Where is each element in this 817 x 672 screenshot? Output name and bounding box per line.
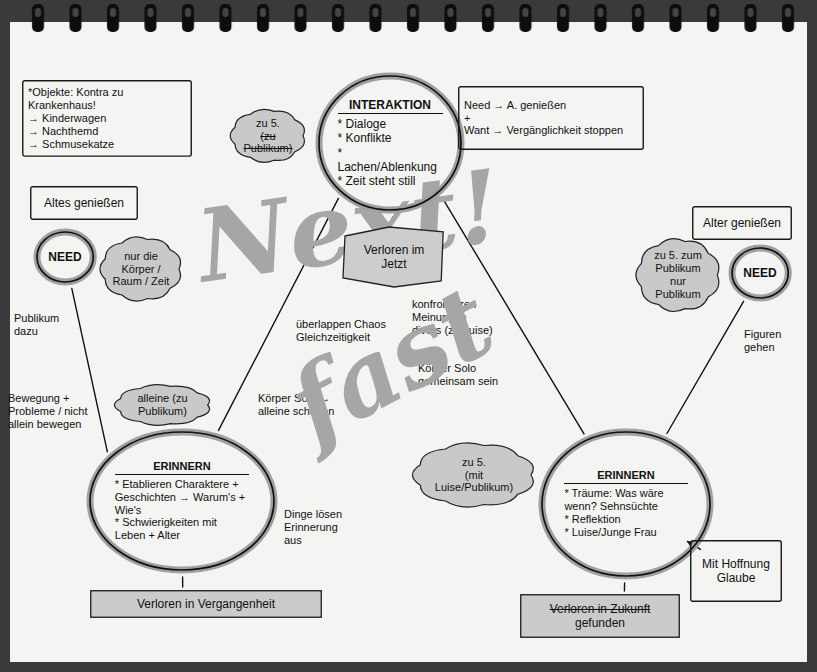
node-content: Verloren in Zukunftgefunden	[526, 602, 674, 630]
node-content: zu 5.(zu Publikum)	[241, 117, 294, 156]
node-content: *Objekte: Kontra zu Krankenhaus!→ Kinder…	[28, 86, 186, 151]
node-text: * Dialoge	[338, 117, 443, 131]
node-text: → Schmusekatze	[28, 138, 186, 151]
note-box: *Objekte: Kontra zu Krankenhaus!→ Kinder…	[22, 80, 192, 157]
node-heading: NEED	[42, 250, 87, 264]
node-text: Verloren im Jetzt	[357, 243, 430, 271]
note-box: Need → A. genießen+Want → Vergänglichkei…	[458, 86, 644, 150]
node-text: * Schwierigkeiten mit Leben + Alter	[115, 516, 249, 542]
line-label: Publikum dazu	[14, 312, 76, 338]
connector	[624, 583, 626, 591]
connector	[182, 577, 183, 587]
need-circle: NEED	[728, 244, 792, 302]
node-content: ERINNERN * Träume: Was wäre wenn? Sehnsüc…	[564, 469, 687, 539]
node-text: zu 5. zum Publikum nur Publikum	[648, 249, 707, 301]
line-label: Figuren gehen	[744, 328, 802, 354]
node-text: (zu Publikum)	[241, 130, 294, 156]
node-text: * Etablieren Charaktere + Geschichten → …	[115, 478, 249, 517]
node-text: Verloren in Vergangenheit	[96, 597, 316, 611]
node-content: Alter genießen	[698, 216, 786, 230]
heading-box: Alter genießen	[692, 206, 792, 240]
node-content: Verloren im Jetzt	[357, 243, 430, 271]
node-content: ERINNERN * Etablieren Charaktere + Geschi…	[115, 460, 249, 543]
speech-cloud: alleine (zu Publikum)	[115, 383, 211, 427]
node-text: Want → Vergänglichkeit stoppen	[464, 124, 638, 137]
state-band: Verloren in Zukunftgefunden	[520, 594, 680, 638]
node-text: Need → A. genießen	[464, 99, 638, 112]
node-heading: INTERAKTION	[338, 98, 443, 114]
node-text: Mit Hoffnung Glaube	[696, 557, 776, 585]
node-text: Altes genießen	[36, 196, 132, 210]
node-content: nur die Körper / Raum / Zeit	[112, 250, 169, 289]
node-text: zu 5.	[432, 456, 516, 469]
node-text: * Reflektion	[564, 513, 687, 526]
node-content: NEED	[737, 266, 782, 280]
node-content: INTERAKTION * Dialoge* Konflikte* Lachen/…	[338, 98, 443, 188]
speech-cloud: zu 5.(zu Publikum)	[230, 108, 306, 164]
state-blob: Verloren im Jetzt	[342, 226, 446, 288]
node-text: +	[464, 112, 638, 125]
speech-cloud: zu 5. zum Publikum nur Publikum	[636, 238, 720, 312]
node-text: gefunden	[526, 616, 674, 630]
node-text: * Luise/Junge Frau	[564, 526, 687, 539]
node-text: *Objekte: Kontra zu Krankenhaus!	[28, 86, 186, 112]
node-text: → Kinderwagen	[28, 112, 186, 125]
scene-circle: ERINNERN * Träume: Was wäre wenn? Sehnsüc…	[538, 428, 714, 580]
node-text: Alter genießen	[698, 216, 786, 230]
node-content: Verloren in Vergangenheit	[96, 597, 316, 611]
state-band: Verloren in Vergangenheit	[90, 590, 322, 618]
line-label: Bewegung + Probleme / nicht allein beweg…	[8, 392, 90, 432]
node-text: alleine (zu Publikum)	[129, 392, 196, 418]
node-content: zu 5.(mit Luise/Publikum)	[432, 456, 516, 495]
node-text: nur die Körper / Raum / Zeit	[112, 250, 169, 289]
node-outline	[458, 86, 644, 150]
speech-cloud: nur die Körper / Raum / Zeit	[100, 236, 182, 302]
node-heading: ERINNERN	[564, 469, 687, 484]
node-text: * Träume: Was wäre wenn? Sehnsüchte	[564, 487, 687, 513]
node-content: Altes genießen	[36, 196, 132, 210]
node-content: Need → A. genießen+Want → Vergänglichkei…	[464, 99, 638, 138]
speech-cloud: zu 5.(mit Luise/Publikum)	[414, 442, 534, 508]
scene-circle: INTERAKTION * Dialoge* Konflikte* Lachen/…	[315, 72, 465, 214]
node-text: * Konflikte	[338, 131, 443, 145]
node-content: Mit Hoffnung Glaube	[696, 557, 776, 585]
node-text: * Lachen/Ablenkung	[338, 146, 443, 174]
node-heading: ERINNERN	[115, 460, 249, 475]
node-text: Verloren in Zukunft	[526, 602, 674, 616]
node-text: (mit Luise/Publikum)	[432, 469, 516, 495]
node-content: alleine (zu Publikum)	[129, 392, 196, 418]
connector	[667, 301, 744, 433]
node-content: NEED	[42, 250, 87, 264]
need-circle: NEED	[33, 228, 97, 286]
node-text: → Nachthemd	[28, 125, 186, 138]
note-box: Mit Hoffnung Glaube	[690, 540, 782, 602]
line-label: Dinge lösen Erinnerung aus	[284, 508, 350, 548]
node-text: zu 5.	[241, 117, 294, 130]
node-text: * Zeit steht still	[338, 174, 443, 188]
scene-circle: ERINNERN * Etablieren Charaktere + Geschi…	[86, 428, 278, 574]
node-heading: NEED	[737, 266, 782, 280]
node-content: zu 5. zum Publikum nur Publikum	[648, 249, 707, 301]
heading-box: Altes genießen	[30, 186, 138, 220]
